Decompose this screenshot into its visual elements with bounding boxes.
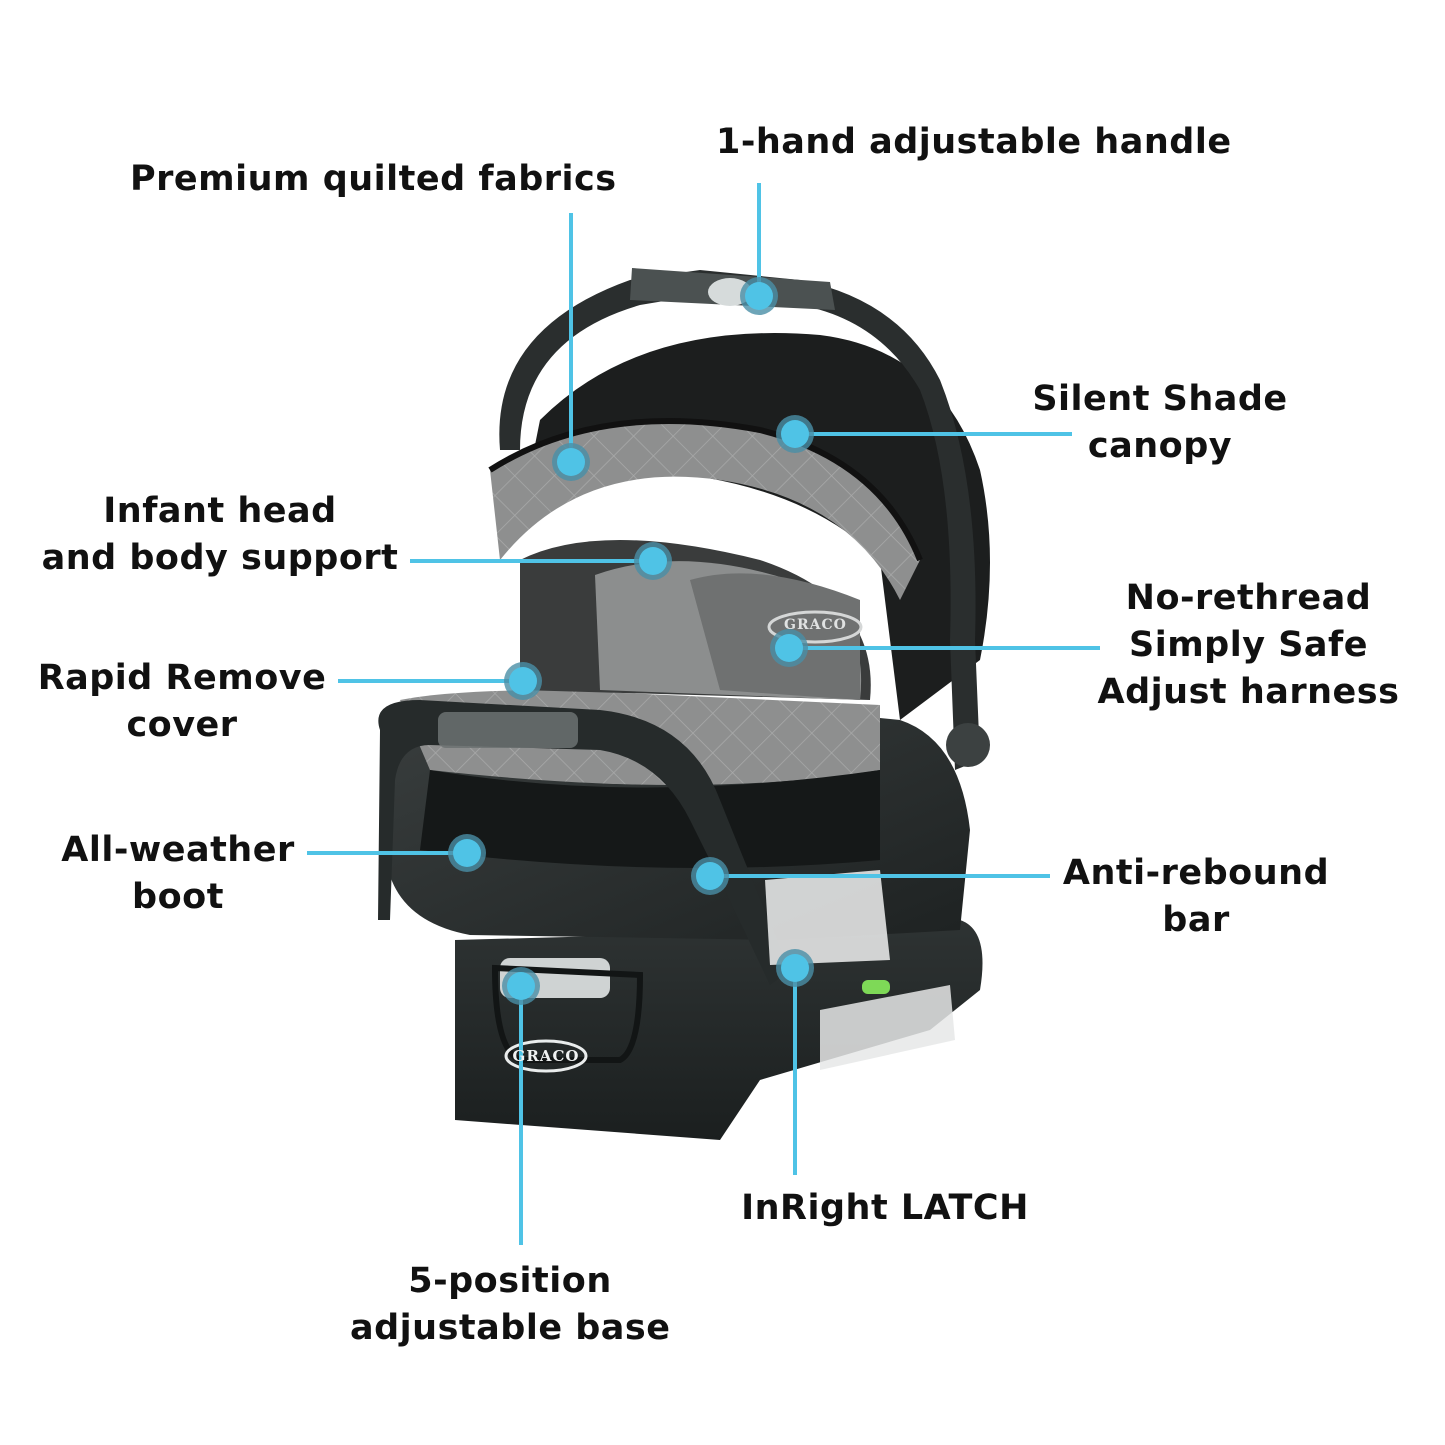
silent-shade-canopy — [488, 333, 990, 720]
graco-logo-base: GRACO — [512, 1047, 580, 1065]
label-canopy: Silent Shade canopy — [1032, 379, 1288, 466]
label-base: 5-position adjustable base — [350, 1261, 671, 1348]
label-handle: 1-hand adjustable handle — [716, 122, 1232, 162]
callout-dot-boot — [448, 834, 486, 872]
callout-dot-canopy — [776, 415, 814, 453]
graco-logo-seat: GRACO — [784, 617, 847, 633]
label-cover: Rapid Remove cover — [37, 658, 327, 745]
callout-dot-cover — [504, 662, 542, 700]
callout-dot-base — [502, 967, 540, 1005]
callout-dot-latch — [776, 949, 814, 987]
callout-lines — [307, 183, 1100, 1245]
label-head-support: Infant head and body support — [41, 491, 399, 578]
callout-dot-fabrics — [552, 443, 590, 481]
car-seat-shell — [378, 690, 970, 985]
callout-dot-head-support — [634, 542, 672, 580]
callout-dot-anti-rebound — [691, 857, 729, 895]
label-fabrics: Premium quilted fabrics — [130, 159, 617, 199]
callout-dot-handle — [740, 277, 778, 315]
label-boot: All-weather boot — [61, 830, 295, 917]
callout-dots — [448, 277, 814, 1005]
callout-dot-harness — [770, 629, 808, 667]
label-latch: InRight LATCH — [741, 1188, 1029, 1228]
label-harness: No-rethread Simply Safe Adjust harness — [1097, 578, 1400, 712]
label-anti-rebound: Anti-rebound bar — [1062, 853, 1330, 940]
car-seat-base — [455, 920, 983, 1140]
